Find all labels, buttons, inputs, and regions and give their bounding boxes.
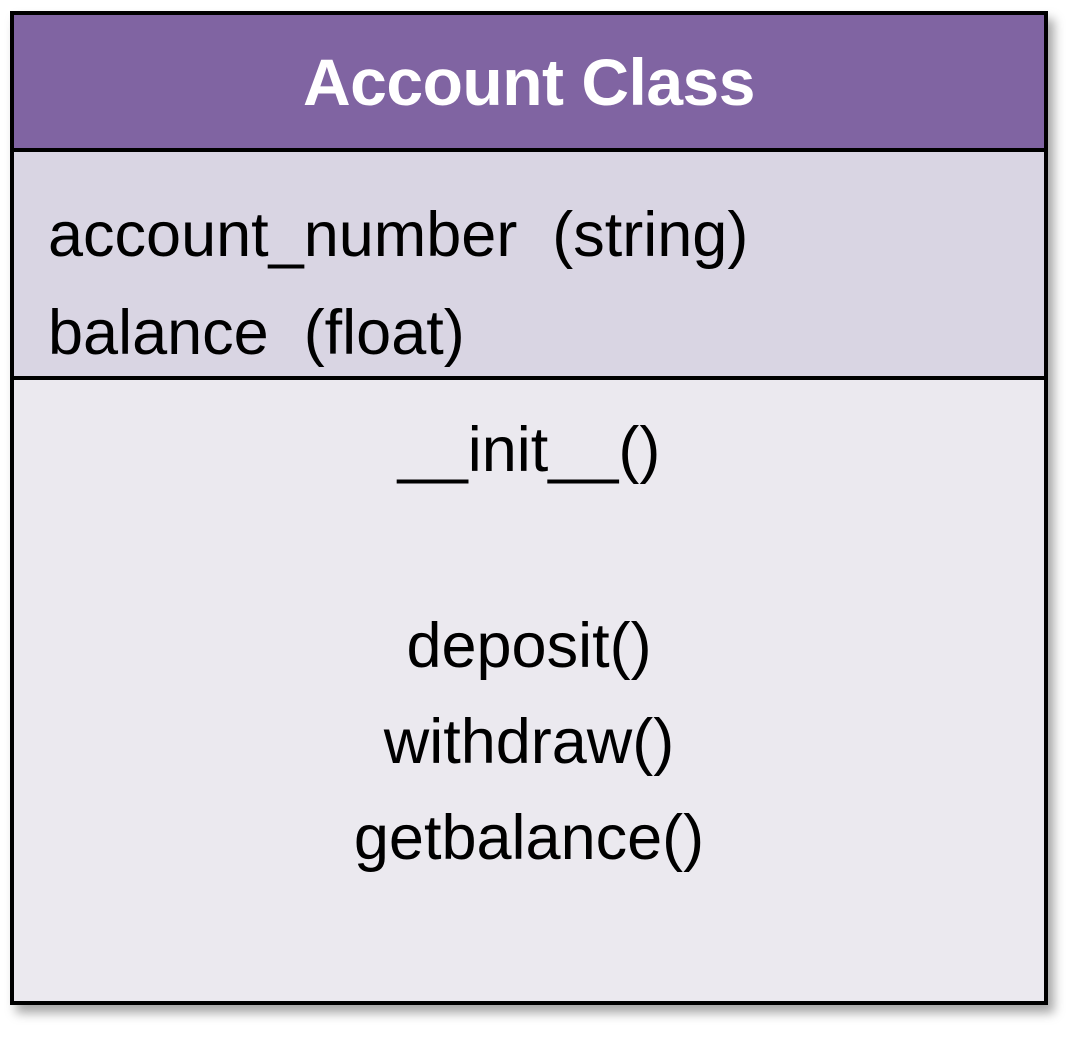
uml-class-box: Account Class account_number (string) ba…: [10, 11, 1048, 1005]
attributes-section: account_number (string) balance (float): [14, 152, 1044, 380]
method-getbalance: getbalance(): [353, 803, 705, 873]
method-deposit: deposit(): [406, 611, 652, 681]
method-withdraw: withdraw(): [383, 707, 675, 777]
method-init: __init__(): [397, 415, 661, 485]
class-header: Account Class: [14, 15, 1044, 152]
class-title: Account Class: [303, 44, 755, 119]
methods-section: __init__() deposit() withdraw() getbalan…: [14, 380, 1044, 1001]
attribute-account-number: account_number (string): [48, 200, 749, 270]
attribute-balance: balance (float): [48, 298, 465, 368]
